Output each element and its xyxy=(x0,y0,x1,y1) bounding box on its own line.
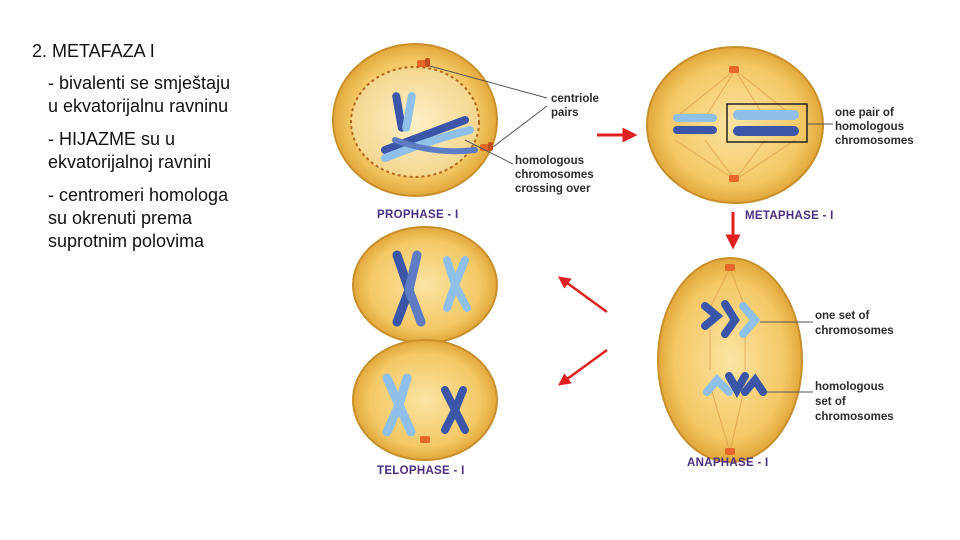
meiosis-diagram: centriole pairs homologous chromosomes c… xyxy=(332,43,914,477)
centriole-icon xyxy=(729,66,739,73)
label-pair-line2: homologous xyxy=(835,121,904,133)
telophase-chromosomes-top xyxy=(392,250,471,327)
bullet-hijazme: - HIJAZME su u ekvatorijalnoj ravnini xyxy=(48,129,212,172)
label-set-line1: one set of xyxy=(815,310,869,322)
bullet-ekvatorijalna-ravnina: - bivalenti se smještaju u ekvatorijalnu… xyxy=(48,73,231,116)
metaphase-cell xyxy=(646,46,824,204)
arrow-to-telophase-lower xyxy=(557,348,608,386)
arrow-to-telophase-upper xyxy=(557,276,608,314)
label-telophase: TELOPHASE - I xyxy=(377,465,465,477)
anaphase-cell xyxy=(657,257,803,463)
centriole-icon xyxy=(420,436,430,443)
centriole-icon xyxy=(725,448,735,455)
leader-line xyxy=(492,105,548,148)
centriole-icon xyxy=(729,175,739,182)
centriole-icon xyxy=(725,264,735,271)
leader-line xyxy=(464,139,514,165)
centriole-icon xyxy=(417,58,430,67)
anaphase-chromosomes-bottom xyxy=(703,372,767,399)
label-pair-line1: one pair of xyxy=(835,107,894,119)
label-centriole-line2: pairs xyxy=(551,107,579,119)
label-prophase: PROPHASE - I xyxy=(377,209,459,221)
label-anaphase: ANAPHASE - I xyxy=(687,457,769,469)
label-homset-line3: chromosomes xyxy=(815,411,894,423)
telophase-chromosomes-bottom xyxy=(382,373,469,437)
text-block: 2. METAFAZA I - bivalenti se smještaju u… xyxy=(32,40,332,263)
label-pair-line3: chromosomes xyxy=(835,135,914,147)
metaphase-chromosomes xyxy=(673,110,799,136)
label-homset-line1: homologous xyxy=(815,381,884,393)
label-homset-line2: set of xyxy=(815,396,846,408)
prophase-chromosomes xyxy=(381,92,478,162)
label-crossing-line2: chromosomes xyxy=(515,169,594,181)
slide-heading: 2. METAFAZA I xyxy=(32,41,155,61)
label-crossing-line3: crossing over xyxy=(515,183,591,195)
bullet-centromeri: - centromeri homologa su okrenuti prema … xyxy=(48,185,229,251)
label-crossing-line1: homologous xyxy=(515,155,584,167)
anaphase-chromosomes-top xyxy=(701,300,761,338)
label-set-line2: chromosomes xyxy=(815,325,894,337)
prophase-cell xyxy=(332,43,498,197)
label-centriole-line1: centriole xyxy=(551,93,599,105)
label-metaphase: METAPHASE - I xyxy=(745,210,834,222)
homologous-pair-box xyxy=(726,103,808,143)
leader-line xyxy=(429,65,548,99)
telophase-cell xyxy=(352,226,498,461)
